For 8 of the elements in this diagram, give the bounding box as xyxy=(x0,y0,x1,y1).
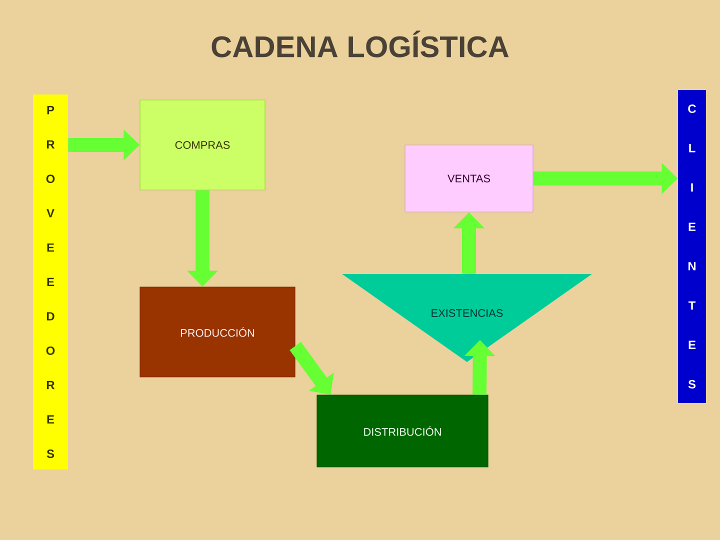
inverted-triangle: EXISTENCIAS xyxy=(342,274,592,362)
lettered-bar: P R O V E E D O R E S xyxy=(33,94,68,470)
process-box: COMPRAS xyxy=(140,100,266,190)
process-box: DISTRIBUCIÓN xyxy=(316,394,488,468)
title: CADENA LOGÍSTICA xyxy=(212,30,509,58)
process-box: PRODUCCIÓN xyxy=(140,286,296,378)
process-box: VENTAS xyxy=(404,144,534,212)
lettered-bar: C L I E N T E S xyxy=(678,90,706,403)
